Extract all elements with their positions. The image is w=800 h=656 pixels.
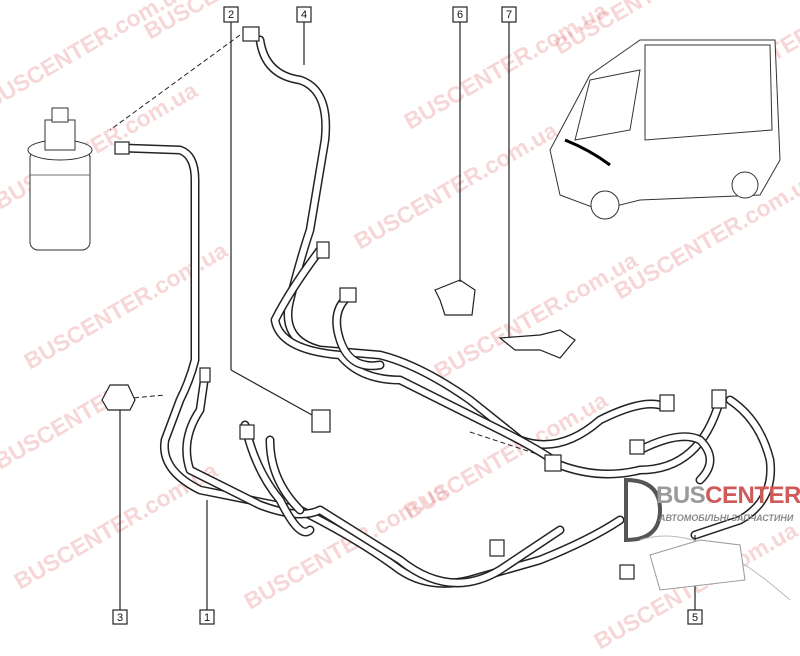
logo-brand: BUSCENTER xyxy=(656,482,800,509)
svg-text:BUSCENTER.com.ua: BUSCENTER.com.ua xyxy=(240,477,452,615)
svg-text:2: 2 xyxy=(228,9,234,21)
svg-text:3: 3 xyxy=(117,612,123,624)
callout-3: 3 xyxy=(112,609,128,625)
callout-2: 2 xyxy=(223,6,239,23)
clip-2 xyxy=(311,409,331,433)
callout-6: 6 xyxy=(452,6,468,23)
van-illustration xyxy=(549,39,781,220)
connectors xyxy=(114,26,727,580)
logo-tagline: АВТОМОБІЛЬНІ ЗАПЧАСТИНИ xyxy=(659,513,794,523)
hose-1 xyxy=(120,143,625,588)
svg-text:4: 4 xyxy=(301,9,307,21)
svg-text:BUSCENTER.com.ua: BUSCENTER.com.ua xyxy=(350,117,562,255)
logo-emblem xyxy=(624,477,791,601)
callout-5: 5 xyxy=(687,609,703,625)
callout-7: 7 xyxy=(501,6,517,23)
svg-text:BUSCENTER.com.ua: BUSCENTER.com.ua xyxy=(10,457,222,595)
bracket-6 xyxy=(434,279,476,316)
callout-1: 1 xyxy=(199,609,215,625)
svg-text:6: 6 xyxy=(457,9,463,21)
svg-text:5: 5 xyxy=(692,612,698,624)
svg-text:BUSCENTER.com.ua: BUSCENTER.com.ua xyxy=(20,237,232,375)
fuel-filter xyxy=(27,107,93,251)
svg-text:1: 1 xyxy=(204,612,210,624)
bracket-7 xyxy=(498,329,576,359)
bracket-3 xyxy=(101,384,136,411)
hose-4 xyxy=(255,35,776,540)
svg-text:7: 7 xyxy=(506,9,512,21)
callout-4: 4 xyxy=(296,6,312,23)
leader-lines xyxy=(119,22,696,610)
